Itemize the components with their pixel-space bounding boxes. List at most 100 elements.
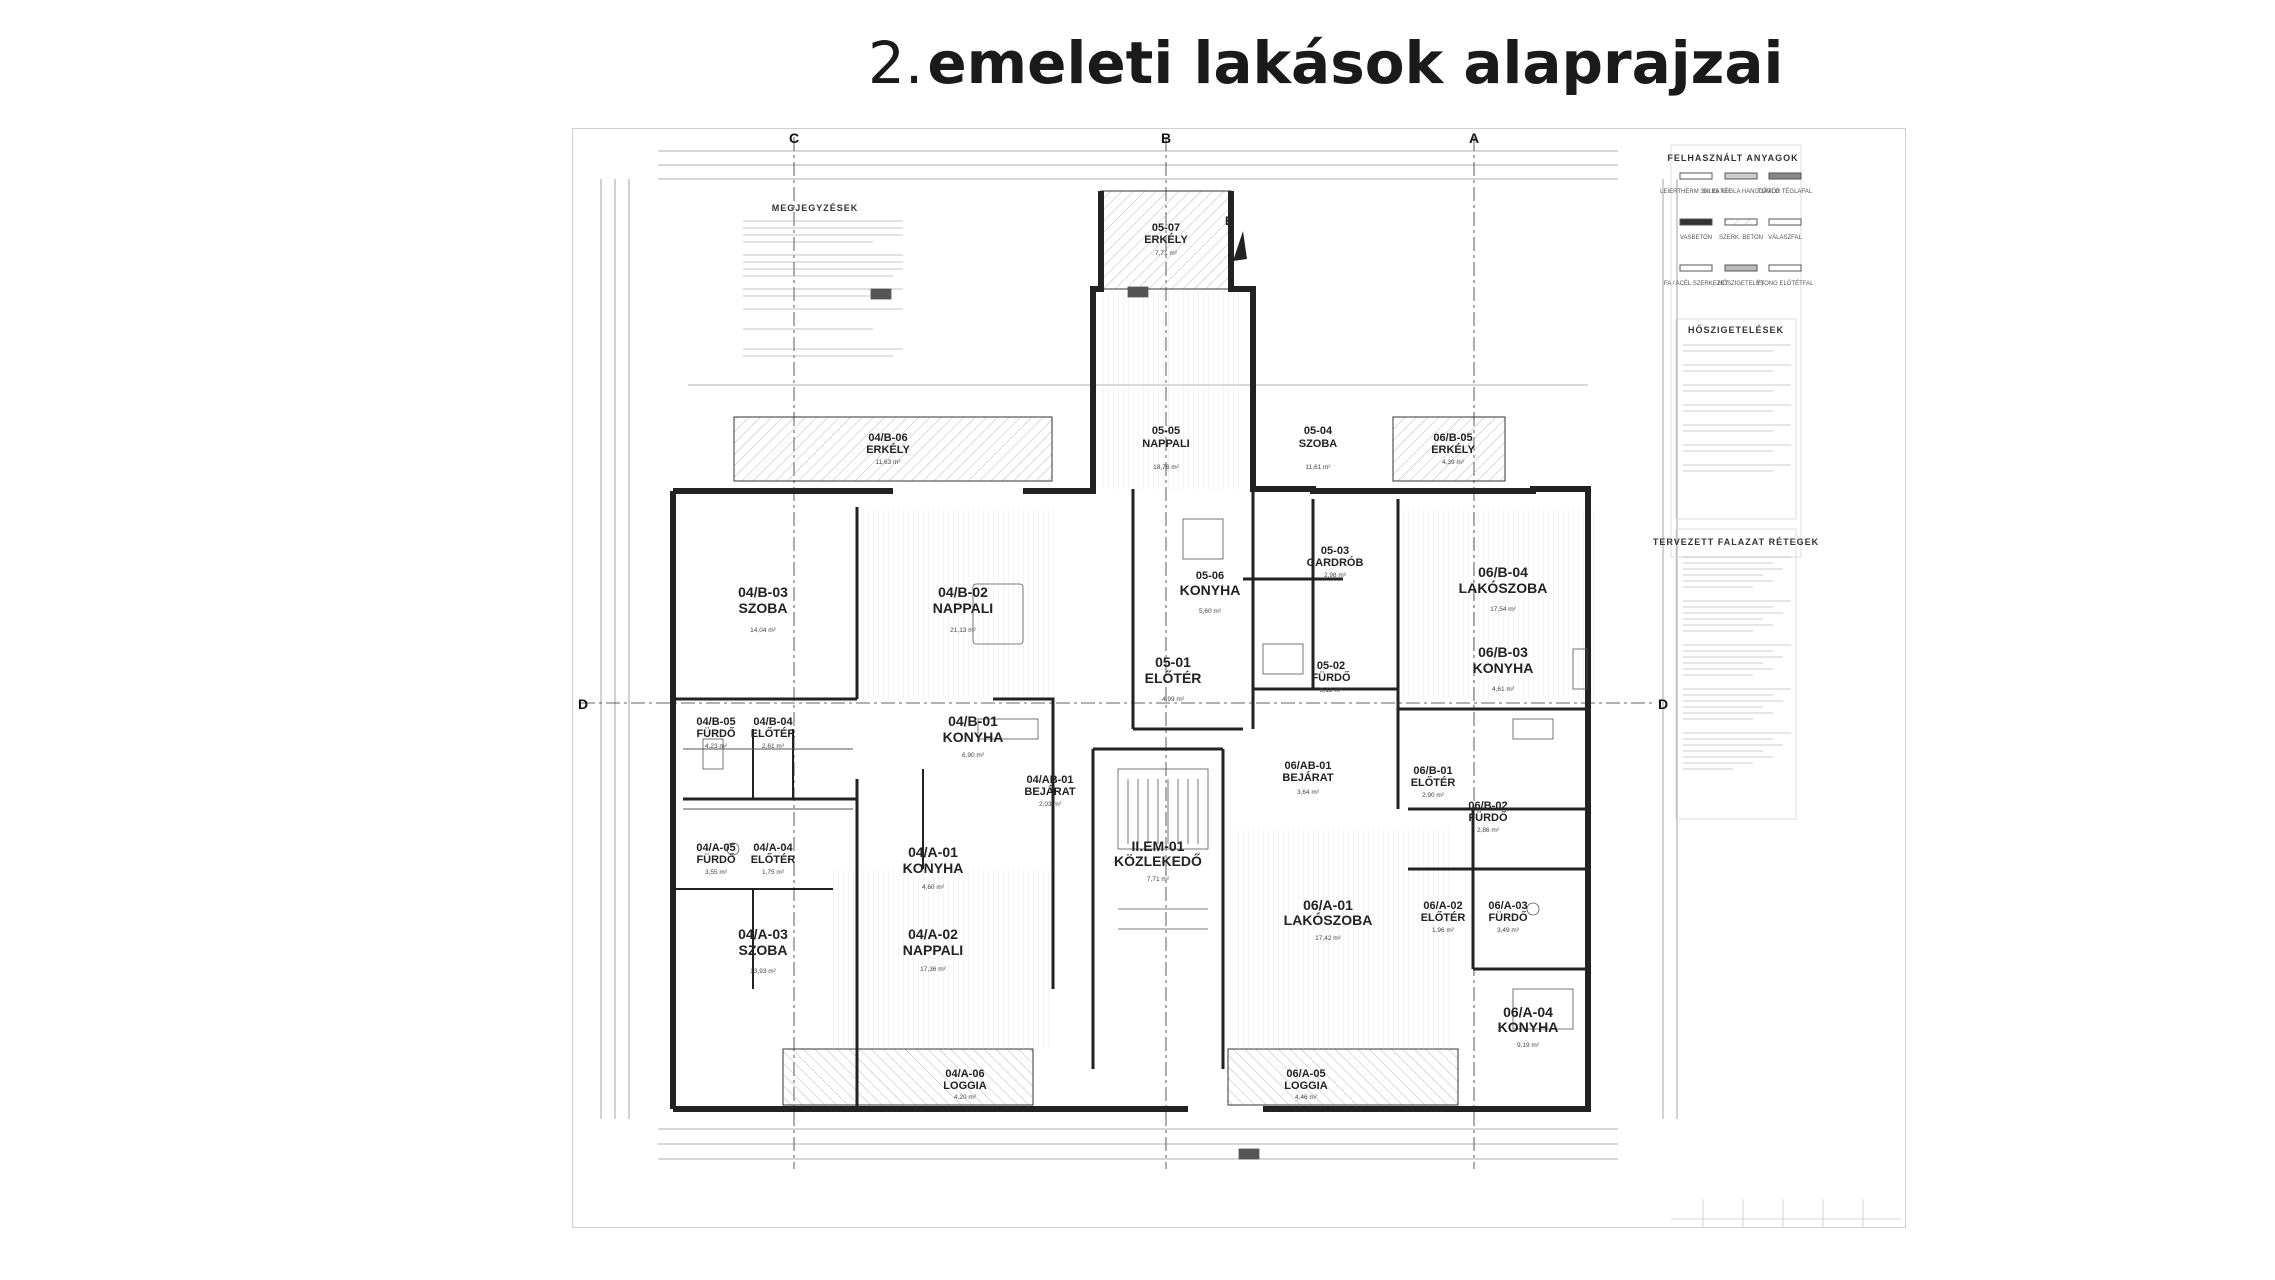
room-label-text: SILKA TÉGLA HANGGÁTLÓ xyxy=(1703,188,1780,195)
room-label-text: 04/A-05 xyxy=(696,842,735,854)
room-label-text: 05-03 xyxy=(1321,545,1349,557)
room-label-text: 4,20 m² xyxy=(954,1094,977,1101)
room-label-text: 2,98 m² xyxy=(1324,572,1347,579)
room-label-text: FÜRDŐ xyxy=(696,853,736,866)
room-label-text: 2,90 m² xyxy=(1422,792,1445,799)
room-label-text: 4,61 m² xyxy=(1492,686,1515,693)
room-label-text: 04/A-01 xyxy=(908,844,958,860)
room-label-text: 4,99 m² xyxy=(1162,696,1185,703)
room-label-text: 04/A-04 xyxy=(753,842,793,854)
room-label-text: LOGGIA xyxy=(943,1080,986,1092)
room-label-text: 06/B-04 xyxy=(1478,564,1528,580)
axis-c-label: C xyxy=(789,130,799,146)
title-block-lines xyxy=(1671,1199,1901,1227)
room-label-text: SZOBA xyxy=(739,942,788,958)
room-label-text: 06/A-02 xyxy=(1423,900,1462,912)
legend-layers-heading: TERVEZETT FALAZAT RÉTEGEK xyxy=(1653,537,1819,547)
room-label-text: 04/A-02 xyxy=(908,926,958,942)
room-label-text: 11,61 m² xyxy=(1305,464,1331,471)
room-label-text: 06/A-03 xyxy=(1488,900,1527,912)
room-label-text: KONYHA xyxy=(943,729,1004,745)
room-label-text: ELŐTÉR xyxy=(751,853,796,866)
room-label-text: ELŐTÉR xyxy=(1145,669,1202,686)
room-label-text: 06/B-05 xyxy=(1433,432,1472,444)
room-label-text: NAPPALI xyxy=(903,942,963,958)
room-label-text: 06/A-04 xyxy=(1503,1004,1553,1020)
room-label-text: 04/B-03 xyxy=(738,584,788,600)
room-label-text: FÜRDŐ xyxy=(1468,811,1508,824)
floor-plan-drawing: C B A D D MEGJEGYZÉSEK xyxy=(578,130,1901,1227)
room-label-text: 04/B-01 xyxy=(948,713,998,729)
room-label-text: FÜRDŐ xyxy=(696,727,736,740)
dimension-lines-side xyxy=(600,179,1678,1119)
north-arrow-icon: É xyxy=(1225,213,1247,261)
room-label-text: 06/A-01 xyxy=(1303,897,1353,913)
room-label-text: 06/AB-01 xyxy=(1284,760,1331,772)
room-label-text: 4,23 m² xyxy=(705,743,728,750)
page-title: 2.emeleti lakások alaprajzai xyxy=(868,28,1783,99)
room-label-text: 06/B-03 xyxy=(1478,644,1528,660)
room-label-text: ERKÉLY xyxy=(1431,443,1475,456)
room-label-text: LEIERTHERM 30 / 25 N+F xyxy=(1660,189,1732,195)
room-label-text: ELŐTÉR xyxy=(1411,776,1456,789)
axis-b-label: B xyxy=(1161,130,1171,146)
room-label-text: 13,93 m² xyxy=(750,968,776,975)
room-label-text: 2,61 m² xyxy=(762,743,785,750)
dimension-lines-top xyxy=(658,150,1618,1160)
axis-d-left-label: D xyxy=(578,696,588,712)
room-label-text: 06/B-02 xyxy=(1468,800,1507,812)
room-label-text: LOGGIA xyxy=(1284,1080,1327,1092)
room-label-text: SZOBA xyxy=(1299,438,1338,450)
room-label-text: 04/A-03 xyxy=(738,926,788,942)
room-label-text: 7,71 m² xyxy=(1155,250,1178,257)
room-label-text: TÖMÖR TÉGLAFAL xyxy=(1758,188,1813,195)
room-label-text: 5,60 m² xyxy=(1199,608,1222,615)
room-label-text: 04/B-04 xyxy=(753,716,793,728)
room-label-text: 05-02 xyxy=(1317,660,1345,672)
room-label-text: 1,96 m² xyxy=(1432,927,1455,934)
room-label-text: 04/B-06 xyxy=(868,432,907,444)
room-label-text: FÜRDŐ xyxy=(1311,671,1351,684)
room-label-text: 17,54 m² xyxy=(1490,606,1516,613)
room-label-text: 18,76 m² xyxy=(1153,464,1179,471)
room-label-text: VÁLASZFAL xyxy=(1768,234,1802,241)
room-label-text: 3,49 m² xyxy=(1497,927,1520,934)
room-label-text: BEJÁRAT xyxy=(1024,785,1075,798)
legend-materials-heading: FELHASZNÁLT ANYAGOK xyxy=(1667,153,1798,163)
room-label-text: SZERK. BETON xyxy=(1719,235,1763,241)
room-label-text: 6,90 m² xyxy=(962,752,985,759)
room-label-text: 5,12 m² xyxy=(1320,687,1343,694)
legend-panel: FELHASZNÁLT ANYAGOK LEIERTHERM 30 / 25 N… xyxy=(1653,144,1819,820)
notes-block: MEGJEGYZÉSEK xyxy=(743,203,903,357)
title-text: emeleti lakások alaprajzai xyxy=(927,29,1784,97)
room-label-text: 04/B-05 xyxy=(696,716,735,728)
room-label-text: 3,55 m² xyxy=(705,869,728,876)
room-label-text: 06/B-01 xyxy=(1413,765,1452,777)
room-label-text: ELŐTÉR xyxy=(751,727,796,740)
room-label-text: 9,19 m² xyxy=(1517,1042,1540,1049)
room-label-text: 4,39 m² xyxy=(1442,459,1465,466)
room-label-text: 17,42 m² xyxy=(1315,935,1341,942)
room-label-text: LAKÓSZOBA xyxy=(1459,579,1548,596)
room-label-text: KONYHA xyxy=(1180,582,1241,598)
